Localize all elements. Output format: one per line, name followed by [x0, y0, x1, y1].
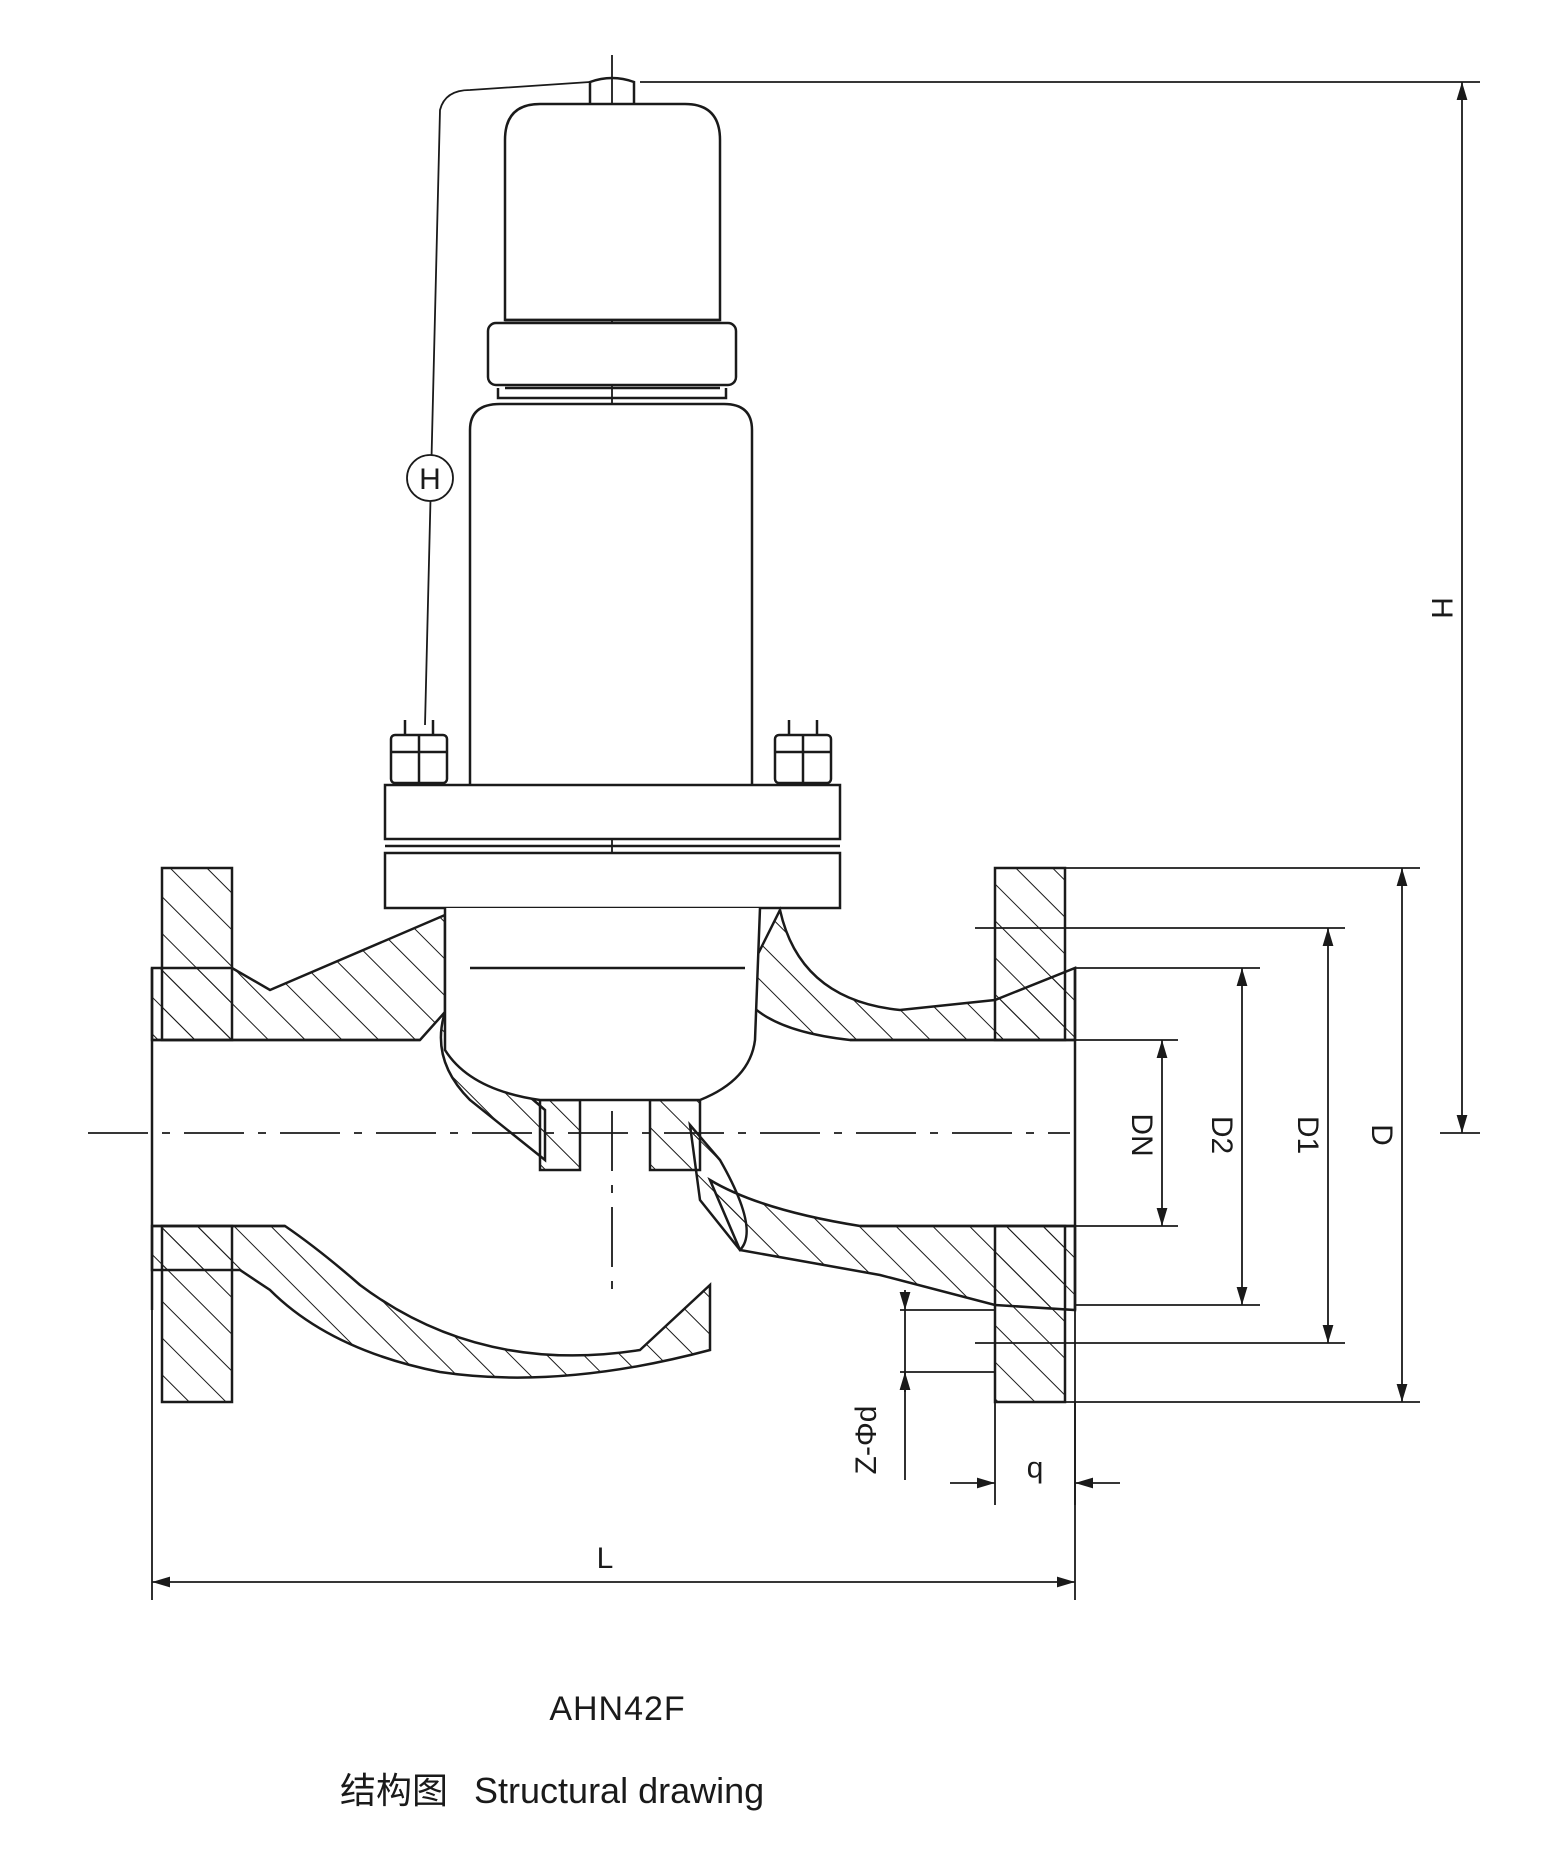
callout-label: H	[419, 463, 441, 496]
model-number: AHN42F	[549, 1690, 686, 1728]
dim-label-dn: DN	[1125, 1113, 1158, 1156]
dim-label-b: b	[1027, 1455, 1044, 1488]
dim-label-d: D	[1365, 1124, 1398, 1146]
spring-housing	[468, 402, 754, 785]
drawing-title-cn: 结构图	[340, 1770, 449, 1811]
drawing-title-en: Structural drawing	[474, 1770, 765, 1811]
dim-label-bolt-holes: Z-Φd	[850, 1406, 883, 1475]
dim-label-h: H	[1425, 597, 1458, 619]
valve-body	[150, 866, 1077, 1404]
valve-structural-drawing: H H DN D2 D1 D Z-Φd b L	[88, 55, 1480, 1600]
actuator-cap	[503, 76, 722, 322]
adjusting-ring	[486, 318, 738, 400]
bonnet-flange-upper	[383, 783, 842, 848]
bonnet-flange-lower	[383, 851, 842, 910]
callout-leader	[406, 81, 591, 726]
dim-label-d2: D2	[1205, 1116, 1238, 1154]
dim-label-d1: D1	[1291, 1116, 1324, 1154]
dim-label-l: L	[597, 1542, 614, 1575]
bolt-left	[389, 720, 449, 820]
dimension-lines	[151, 81, 1480, 1600]
drawing-title: 结构图 Structural drawing	[340, 1762, 790, 1814]
